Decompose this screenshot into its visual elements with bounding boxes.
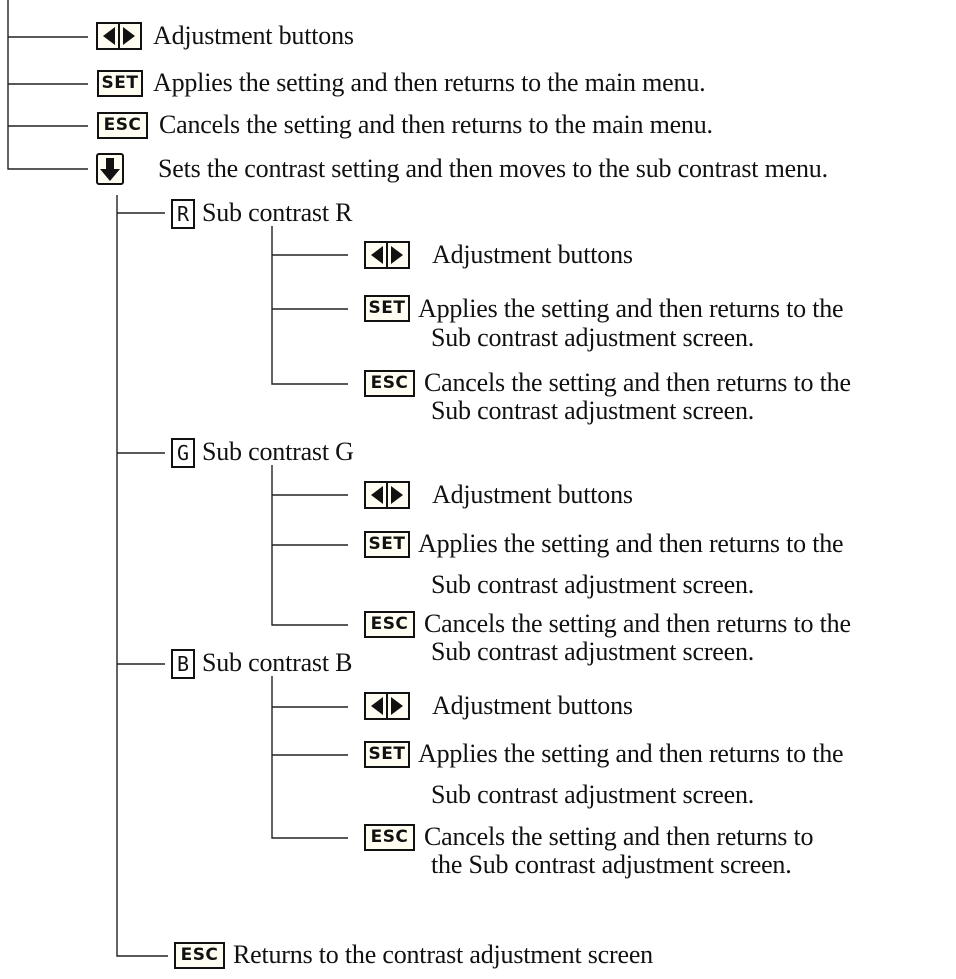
sub-r-set-line2: Sub contrast adjustment screen. <box>431 323 755 352</box>
bottom-esc-description: Returns to the contrast adjustment scree… <box>233 940 653 969</box>
sub-r-esc-line <box>271 226 348 385</box>
sub-g-set-line1: Applies the setting and then returns to … <box>418 529 844 558</box>
sub-r-adjust-label: Adjustment buttons <box>432 240 633 269</box>
sub-b-esc-line2: the Sub contrast adjustment screen. <box>431 850 792 879</box>
left-right-triangle-icon <box>96 22 142 50</box>
top-down-description: Sets the contrast setting and then moves… <box>158 154 828 183</box>
esc-key-icon: ESC <box>364 611 415 638</box>
letter-r-icon: R <box>171 199 195 229</box>
sub-b-esc-line1: Cancels the setting and then returns to <box>424 822 814 851</box>
sub-b-esc-line <box>271 676 348 839</box>
sub-r-esc-line2: Sub contrast adjustment screen. <box>431 396 755 425</box>
sub-b-set-line1: Applies the setting and then returns to … <box>418 739 844 768</box>
left-right-triangle-icon <box>364 241 410 269</box>
top-esc-description: Cancels the setting and then returns to … <box>159 110 713 139</box>
sub-r-set-line1: Applies the setting and then returns to … <box>418 294 844 323</box>
sub-r-title: Sub contrast R <box>202 198 353 227</box>
set-key-icon: SET <box>97 70 143 97</box>
sub-g-esc-line <box>271 465 348 626</box>
top-trunk-line <box>7 0 88 170</box>
letter-b-icon: B <box>171 649 195 679</box>
esc-key-icon: ESC <box>174 942 225 969</box>
letter-g-icon: G <box>171 438 195 468</box>
sub-b-adjust-label: Adjustment buttons <box>432 691 633 720</box>
down-arrow-icon <box>96 153 124 185</box>
sub-r-esc-line1: Cancels the setting and then returns to … <box>424 368 851 397</box>
top-set-description: Applies the setting and then returns to … <box>153 68 706 97</box>
left-right-triangle-icon <box>364 481 410 509</box>
set-key-icon: SET <box>364 741 410 768</box>
sub-g-adjust-label: Adjustment buttons <box>432 480 633 509</box>
sub-g-title: Sub contrast G <box>202 437 354 466</box>
sub-g-set-line2: Sub contrast adjustment screen. <box>431 570 755 599</box>
sub-trunk-line <box>116 195 168 957</box>
esc-key-icon: ESC <box>364 370 415 397</box>
esc-key-icon: ESC <box>97 112 148 139</box>
sub-g-esc-line2: Sub contrast adjustment screen. <box>431 637 755 666</box>
sub-b-set-line2: Sub contrast adjustment screen. <box>431 780 755 809</box>
set-key-icon: SET <box>364 295 410 322</box>
sub-g-esc-line1: Cancels the setting and then returns to … <box>424 609 851 638</box>
left-right-triangle-icon <box>364 692 410 720</box>
sub-b-title: Sub contrast B <box>202 648 353 677</box>
esc-key-icon: ESC <box>364 824 415 851</box>
top-adjust-label: Adjustment buttons <box>153 21 354 50</box>
set-key-icon: SET <box>364 531 410 558</box>
